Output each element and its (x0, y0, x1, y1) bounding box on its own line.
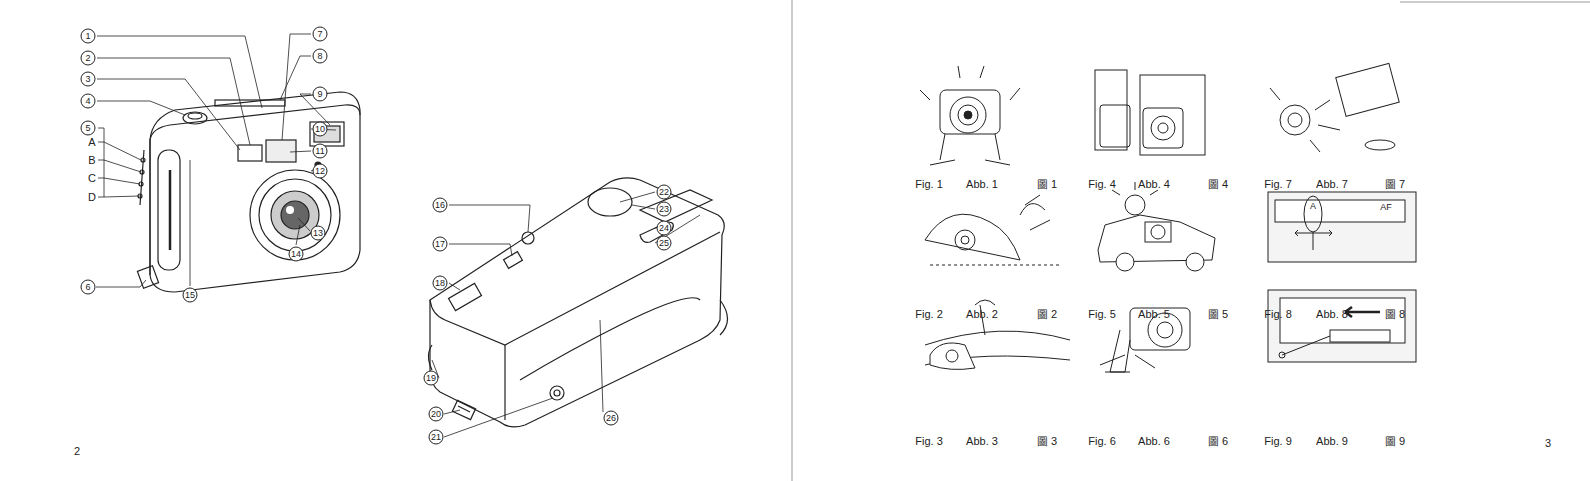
figure-caption: 圖 5 (1208, 309, 1228, 320)
figure-caption: 圖 9 (1385, 436, 1405, 447)
figure-marking: AF (1379, 203, 1393, 212)
callout-number: 14 (289, 247, 304, 262)
callout-number: 12 (313, 164, 328, 179)
figure-caption: Fig. 9 (1264, 436, 1292, 447)
callout-number: 17 (433, 237, 448, 252)
callout-number: 21 (429, 430, 444, 445)
figure-caption: Fig. 7 (1264, 179, 1292, 190)
figure-caption: 圖 6 (1208, 436, 1228, 447)
callout-number: 13 (311, 226, 326, 241)
figure-caption: 圖 7 (1385, 179, 1405, 190)
callout-number: 7 (313, 27, 328, 42)
callout-number: 1 (81, 29, 96, 44)
figure-caption: 圖 8 (1385, 309, 1405, 320)
figure-caption: Fig. 8 (1264, 309, 1292, 320)
figure-caption: Fig. 3 (915, 436, 943, 447)
callout-number: 18 (433, 276, 448, 291)
figure-caption: Abb. 7 (1316, 179, 1348, 190)
figure-caption: Abb. 2 (966, 309, 998, 320)
figure-caption: Abb. 6 (1138, 436, 1170, 447)
callout-number: 3 (81, 72, 96, 87)
callout-number: 24 (657, 221, 672, 236)
callout-number: 11 (313, 144, 328, 159)
figure-caption: 圖 3 (1037, 436, 1057, 447)
page-number: 3 (1545, 438, 1551, 449)
figure-caption: Abb. 1 (966, 179, 998, 190)
callout-letter: C (87, 173, 97, 184)
callout-number: 8 (313, 49, 328, 64)
callout-number: 4 (81, 94, 96, 109)
figure-caption: Abb. 4 (1138, 179, 1170, 190)
callout-number: 19 (424, 371, 439, 386)
callout-number: 5 (81, 121, 96, 136)
callout-number: 25 (657, 236, 672, 251)
page-number: 2 (74, 446, 80, 457)
callout-number: 9 (313, 87, 328, 102)
figure-caption: Fig. 6 (1088, 436, 1116, 447)
figure-caption: Abb. 5 (1138, 309, 1170, 320)
figure-caption: Fig. 4 (1088, 179, 1116, 190)
callout-number: 2 (81, 51, 96, 66)
callout-number: 23 (657, 202, 672, 217)
figure-caption: Abb. 8 (1316, 309, 1348, 320)
figure-caption: 圖 2 (1037, 309, 1057, 320)
callout-number: 22 (657, 185, 672, 200)
figure-caption: Abb. 3 (966, 436, 998, 447)
figure-caption: Abb. 9 (1316, 436, 1348, 447)
callout-number: 26 (604, 411, 619, 426)
callout-number: 6 (81, 280, 96, 295)
callout-number: 15 (183, 288, 198, 303)
figure-caption: Fig. 5 (1088, 309, 1116, 320)
callout-number: 20 (429, 407, 444, 422)
callout-number: 16 (433, 198, 448, 213)
callout-letter: A (87, 137, 96, 148)
figure-caption: 圖 1 (1037, 179, 1057, 190)
figure-caption: Fig. 1 (915, 179, 943, 190)
figure-caption: 圖 4 (1208, 179, 1228, 190)
figure-caption: Fig. 2 (915, 309, 943, 320)
callout-letter: B (87, 155, 96, 166)
callout-number: 10 (313, 122, 328, 137)
callout-letter: D (87, 192, 97, 203)
figure-marking: A (1309, 202, 1317, 211)
